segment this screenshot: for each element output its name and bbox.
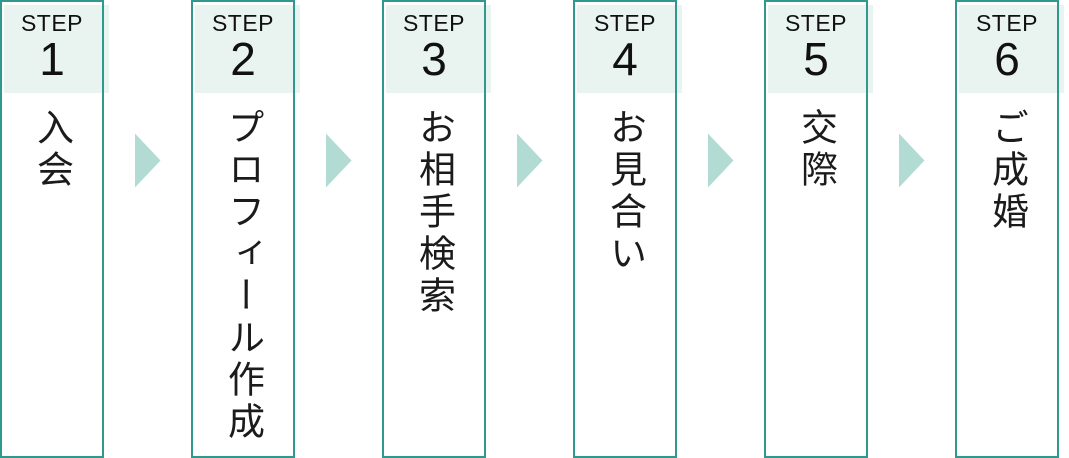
- arrow-gap: [868, 0, 955, 458]
- step-card-1: STEP 1 入会: [0, 0, 109, 458]
- step-number: 6: [994, 33, 1020, 85]
- step-number: 1: [39, 33, 65, 85]
- arrow-gap: [104, 0, 191, 458]
- right-triangle-icon: [516, 133, 543, 188]
- right-triangle-icon: [898, 133, 925, 188]
- step-header-background: [4, 5, 109, 93]
- step-card-4: STEP 4 お見合い: [573, 0, 682, 458]
- step-label: STEP: [975, 10, 1039, 36]
- step-title: お見合い: [603, 108, 647, 276]
- arrow-gap: [486, 0, 573, 458]
- step-label: STEP: [211, 10, 275, 36]
- step-header-background: [959, 5, 1064, 93]
- right-triangle-icon: [707, 133, 734, 188]
- step-title: お相手検索: [412, 108, 456, 318]
- step-label: STEP: [784, 10, 848, 36]
- step-number: 2: [230, 33, 256, 85]
- step-label: STEP: [20, 10, 84, 36]
- step-header-background: [386, 5, 491, 93]
- arrow-gap: [295, 0, 382, 458]
- arrow-gap: [677, 0, 764, 458]
- step-header: STEP 5: [764, 0, 868, 85]
- step-title: ご成婚: [985, 108, 1029, 234]
- right-triangle-icon: [325, 133, 352, 188]
- step-title-area: 交際: [764, 108, 868, 454]
- step-number: 3: [421, 33, 447, 85]
- step-label: STEP: [402, 10, 466, 36]
- step-title: プロフィール作成: [221, 108, 265, 444]
- right-triangle-icon: [134, 133, 161, 188]
- step-number: 4: [612, 33, 638, 85]
- step-label: STEP: [593, 10, 657, 36]
- step-header: STEP 2: [191, 0, 295, 85]
- step-header: STEP 6: [955, 0, 1059, 85]
- step-title-area: お相手検索: [382, 108, 486, 454]
- step-card-3: STEP 3 お相手検索: [382, 0, 491, 458]
- step-title-area: お見合い: [573, 108, 677, 454]
- step-header-background: [768, 5, 873, 93]
- step-header-background: [577, 5, 682, 93]
- step-header: STEP 3: [382, 0, 486, 85]
- step-header-background: [195, 5, 300, 93]
- step-header: STEP 4: [573, 0, 677, 85]
- step-card-2: STEP 2 プロフィール作成: [191, 0, 300, 458]
- step-card-5: STEP 5 交際: [764, 0, 873, 458]
- step-title: 入会: [30, 108, 74, 192]
- step-title: 交際: [794, 108, 838, 192]
- step-title-area: ご成婚: [955, 108, 1059, 454]
- step-title-area: 入会: [0, 108, 104, 454]
- step-header: STEP 1: [0, 0, 104, 85]
- step-number: 5: [803, 33, 829, 85]
- step-title-area: プロフィール作成: [191, 108, 295, 454]
- step-card-6: STEP 6 ご成婚: [955, 0, 1064, 458]
